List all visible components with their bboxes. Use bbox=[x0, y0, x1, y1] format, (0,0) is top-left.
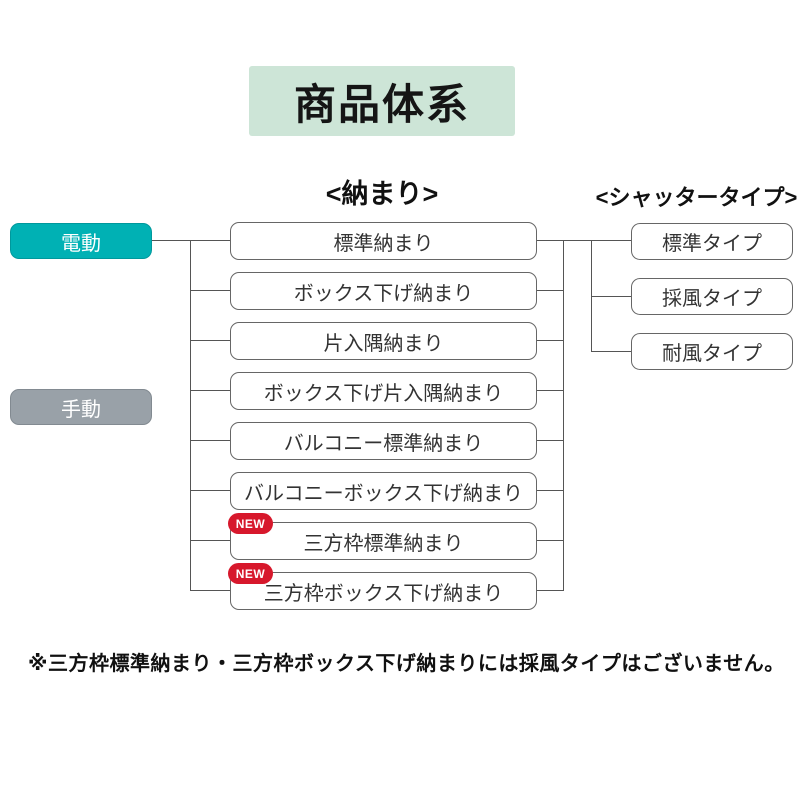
osamari-box-box-sage: ボックス下げ納まり bbox=[230, 272, 537, 310]
new-badge: NEW bbox=[228, 563, 273, 584]
osamari-box-katairisumi: 片入隅納まり bbox=[230, 322, 537, 360]
osamari-box-label: ボックス下げ納まり bbox=[293, 282, 474, 305]
connector-line bbox=[537, 490, 563, 491]
connector-line bbox=[537, 390, 563, 391]
osamari-column-header: <納まり> bbox=[325, 179, 439, 209]
footnote: ※三方枠標準納まり・三方枠ボックス下げ納まりには採風タイプはございません。 bbox=[28, 653, 785, 675]
connector-line bbox=[190, 490, 230, 491]
osamari-box-standard: 標準納まり bbox=[230, 222, 537, 260]
osamari-box-label: ボックス下げ片入隅納まり bbox=[263, 382, 504, 405]
shutter-type-label: 耐風タイプ bbox=[662, 343, 762, 365]
connector-line bbox=[537, 440, 563, 441]
osamari-box-sanpowaku-standard: NEW 三方枠標準納まり bbox=[228, 513, 537, 560]
manual-drive-node: 手動 bbox=[10, 389, 152, 425]
shutter-type-box-taifu: 耐風タイプ bbox=[631, 333, 793, 370]
osamari-box-label: 片入隅納まり bbox=[323, 332, 444, 355]
osamari-box-label: 三方枠ボックス下げ納まり bbox=[263, 582, 504, 605]
new-badge: NEW bbox=[228, 513, 273, 534]
connector-line bbox=[537, 240, 631, 241]
osamari-box-box-sage-katairisumi: ボックス下げ片入隅納まり bbox=[230, 372, 537, 410]
osamari-box-sanpowaku-box-sage: NEW 三方枠ボックス下げ納まり bbox=[228, 563, 537, 610]
connector-line bbox=[591, 351, 631, 352]
page-title: 商品体系 bbox=[249, 66, 515, 136]
connector-line bbox=[537, 540, 563, 541]
osamari-box-label: 三方枠標準納まり bbox=[303, 532, 464, 555]
shutter-type-box-saifu: 採風タイプ bbox=[631, 278, 793, 315]
osamari-box-balcony-standard: バルコニー標準納まり bbox=[230, 422, 537, 460]
osamari-box-label: バルコニー標準納まり bbox=[283, 432, 484, 455]
connector-line bbox=[563, 240, 564, 591]
shutter-type-label: 標準タイプ bbox=[662, 233, 762, 255]
connector-line bbox=[190, 540, 230, 541]
connector-line bbox=[190, 290, 230, 291]
connector-line bbox=[190, 440, 230, 441]
osamari-box-label: 標準納まり bbox=[333, 232, 434, 255]
osamari-box-balcony-box-sage: バルコニーボックス下げ納まり bbox=[230, 472, 537, 510]
electric-drive-node: 電動 bbox=[10, 223, 152, 259]
shutter-type-column-header: <シャッタータイプ> bbox=[595, 185, 798, 210]
connector-line bbox=[190, 390, 230, 391]
osamari-box-label: バルコニーボックス下げ納まり bbox=[244, 482, 523, 505]
connector-line bbox=[591, 296, 631, 297]
connector-line bbox=[190, 590, 230, 591]
connector-line bbox=[537, 590, 563, 591]
connector-line bbox=[537, 290, 563, 291]
connector-line bbox=[190, 240, 191, 591]
shutter-type-box-standard: 標準タイプ bbox=[631, 223, 793, 260]
shutter-type-label: 採風タイプ bbox=[662, 288, 762, 310]
connector-line bbox=[152, 240, 230, 241]
connector-line bbox=[190, 340, 230, 341]
connector-line bbox=[537, 340, 563, 341]
